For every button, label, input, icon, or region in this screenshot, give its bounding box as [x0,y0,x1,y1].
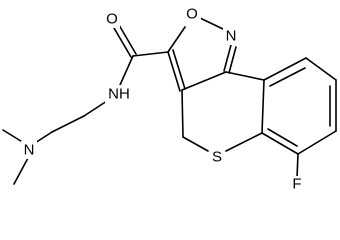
bond-c6-c5a-inner [267,128,298,147]
bond-nring-c9b-double-b [228,46,237,74]
molecule-canvas: O O N NH N S F [2,5,337,193]
molecule-structure: O O N NH N S F [2,5,337,193]
bond-c6-f [296,153,299,179]
bond-c7-c6 [297,130,337,155]
bond-c3-c3a-double-b [172,49,186,90]
bond-s-c5a [225,132,263,152]
bond-c9a-c9-inner [269,67,306,87]
bond-c3-oring [167,26,186,53]
bond-namine-me2 [13,157,29,185]
atom-o-carbonyl: O [104,10,120,28]
atom-o-carbonyl-label: O [106,11,118,28]
atom-n-ring: N [223,27,240,45]
atom-n-ring-label: N [226,28,237,45]
bond-ch2-namine [34,131,53,144]
bond-c9b-c9a [225,71,265,81]
bond-c3a-c9b [181,71,227,91]
bond-c4-s [182,136,209,152]
bond-carbonyl-double-b [118,24,137,55]
bond-oring-nring [199,17,224,30]
bond-carbonyl-double-a [113,27,132,58]
bond-carbonyl-nh [119,55,134,86]
atom-nh-label: NH [108,86,130,103]
bond-c9-c8 [305,57,337,81]
atom-n-amine-label: N [24,142,35,159]
atom-labels: O O N NH N S F [21,5,304,193]
bond-c9a-c5a [261,79,265,134]
atom-s: S [209,148,225,167]
bond-c6-c5a-double [261,132,299,155]
atom-n-amine: N [21,141,37,159]
atom-f: F [290,176,304,193]
atom-nh: NH [105,85,133,103]
atom-s-label: S [212,149,222,166]
atom-o-ring: O [184,5,201,24]
bonds [2,17,337,185]
atom-o-ring-label: O [186,6,198,23]
bond-c9a-c9-double [263,57,307,81]
bond-c3-c3a-double-a [167,51,181,92]
atom-f-label: F [292,176,301,193]
bond-nring-c9b-double-a [223,44,232,72]
bond-carbonyl-c3 [132,51,169,57]
bond-c3a-c4 [181,89,184,138]
bond-namine-me1 [2,129,25,144]
bond-ch2-ch2 [51,115,85,133]
